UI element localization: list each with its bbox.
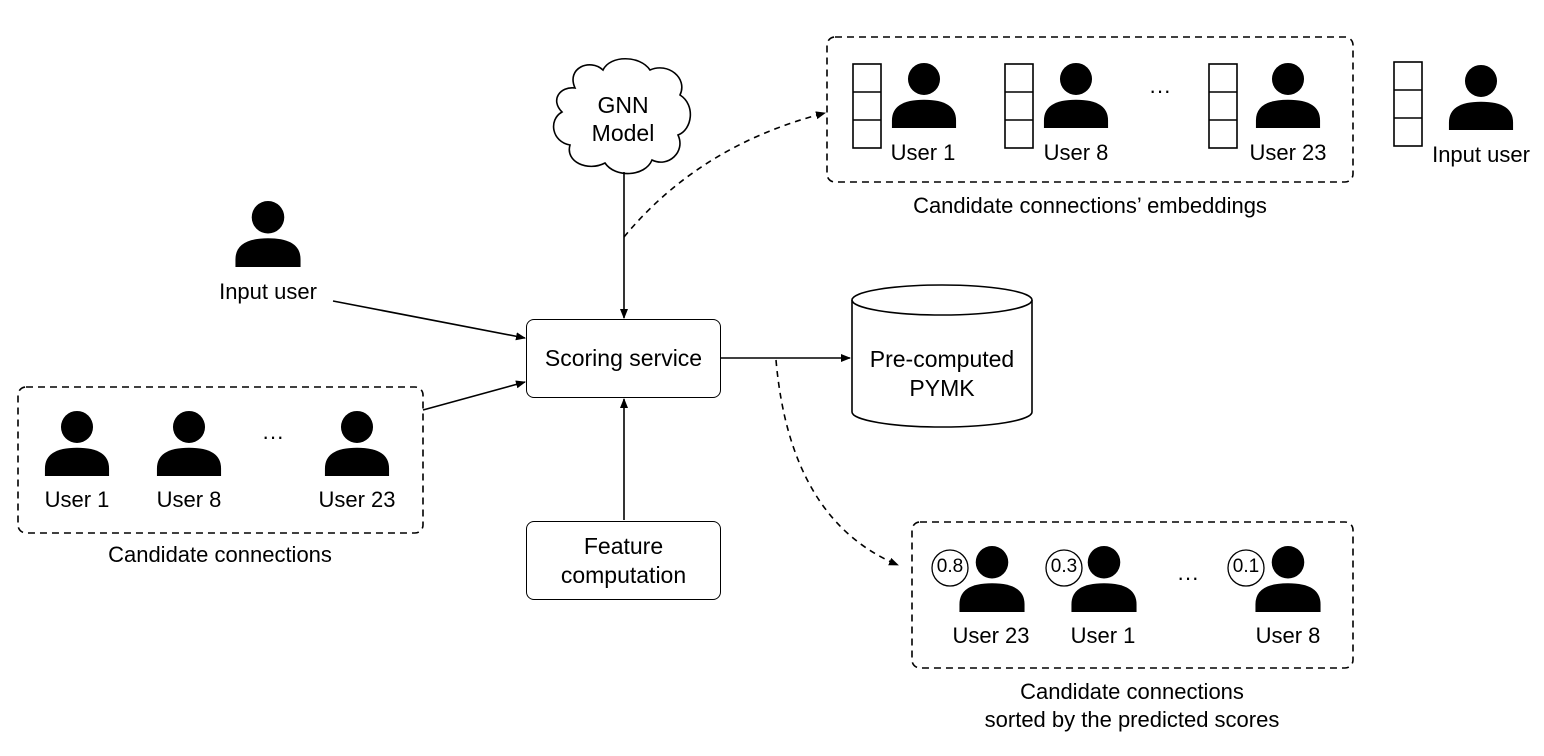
cloud-icon <box>552 58 692 175</box>
person-icon <box>1255 545 1321 612</box>
score-value: 0.1 <box>1232 556 1260 577</box>
person-icon <box>1255 62 1321 128</box>
candidate-connections-group <box>17 386 424 534</box>
feature-computation-box: Feature computation <box>526 521 721 600</box>
gnn-model-line2: Model <box>591 120 655 146</box>
embedding-vector-icon <box>1393 61 1423 147</box>
pymk-line2: PYMK <box>909 375 975 401</box>
person-icon <box>891 62 957 128</box>
sorted-group <box>911 521 1354 669</box>
sorted-user-label: User 23 <box>952 623 1030 648</box>
embedding-user-label: User 8 <box>1043 140 1109 165</box>
person-icon <box>156 410 222 476</box>
ellipsis: ··· <box>1177 565 1199 590</box>
person-icon <box>324 410 390 476</box>
embedding-vector-icon <box>1004 63 1034 149</box>
candidate-user-label: User 23 <box>318 487 396 512</box>
embedding-vector-icon <box>1208 63 1238 149</box>
ellipsis: ··· <box>262 424 284 449</box>
embedding-vector-icon <box>852 63 882 149</box>
sorted-caption-line2: sorted by the predicted scores <box>984 707 1280 732</box>
candidate-connections-caption: Candidate connections <box>108 542 332 567</box>
embedding-input-user-label: Input user <box>1432 142 1530 167</box>
feature-computation-line2: computation <box>560 561 687 588</box>
pymk-line1: Pre-computed <box>869 346 1015 372</box>
person-icon <box>1071 545 1137 612</box>
person-icon <box>235 200 301 267</box>
embeddings-group <box>826 36 1354 183</box>
candidate-user-label: User 8 <box>156 487 222 512</box>
arrow-to-sorted <box>775 359 899 566</box>
database-icon <box>851 284 1033 428</box>
person-icon <box>959 545 1025 612</box>
score-badge <box>1045 549 1083 587</box>
score-badge <box>931 549 969 587</box>
arrow-candidates-to-scoring <box>422 380 526 411</box>
scoring-service-label: Scoring service <box>544 345 703 372</box>
score-value: 0.8 <box>936 556 964 577</box>
person-icon <box>1043 62 1109 128</box>
sorted-caption-line1: Candidate connections <box>1020 679 1244 704</box>
person-icon <box>44 410 110 476</box>
candidate-user-label: User 1 <box>44 487 110 512</box>
sorted-user-label: User 8 <box>1255 623 1321 648</box>
embedding-user-label: User 23 <box>1249 140 1327 165</box>
gnn-model-line1: GNN <box>597 92 649 118</box>
ellipsis: ··· <box>1149 78 1171 103</box>
embedding-user-label: User 1 <box>890 140 956 165</box>
scoring-service-box: Scoring service <box>526 319 721 398</box>
arrow-input-user-to-scoring <box>332 300 526 341</box>
feature-computation-line1: Feature <box>583 532 664 559</box>
score-value: 0.3 <box>1050 556 1078 577</box>
input-user-label: Input user <box>219 279 317 304</box>
score-badge <box>1227 549 1265 587</box>
sorted-user-label: User 1 <box>1070 623 1136 648</box>
person-icon <box>1448 64 1514 130</box>
embeddings-caption: Candidate connections’ embeddings <box>913 193 1267 218</box>
